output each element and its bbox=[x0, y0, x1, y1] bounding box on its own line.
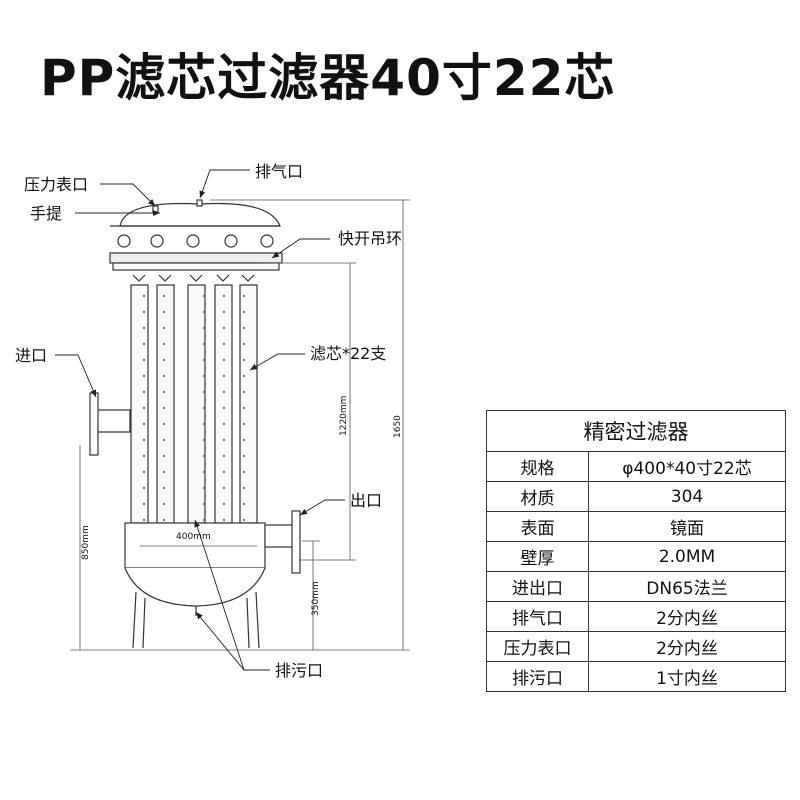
spec-label: 排气口 bbox=[486, 601, 589, 632]
lifting-rings bbox=[117, 234, 274, 248]
dim-outlet-height: 350mm bbox=[311, 581, 321, 616]
callout-leaders bbox=[55, 169, 345, 671]
page-title: PP滤芯过滤器40寸22芯 bbox=[40, 49, 616, 107]
dim-inlet-height: 850mm bbox=[81, 525, 91, 560]
spec-label: 表面 bbox=[486, 511, 589, 542]
spec-value: 1寸内丝 bbox=[588, 661, 786, 692]
label-drain-port: 排污口 bbox=[275, 661, 323, 680]
label-handle: 手提 bbox=[30, 204, 62, 223]
vessel-body bbox=[89, 199, 301, 649]
label-outlet: 出口 bbox=[350, 491, 382, 510]
spec-value: DN65法兰 bbox=[588, 571, 786, 602]
spec-label: 进出口 bbox=[486, 571, 589, 602]
dim-total-height: 1650 bbox=[393, 415, 403, 438]
dim-element-height: 1220mm bbox=[339, 396, 349, 436]
table-row: 表面镜面 bbox=[486, 511, 786, 542]
callout-labels: 压力表口 排气口 手提 快开吊环 进口 滤芯*22支 出口 排污口 bbox=[15, 162, 402, 680]
spec-table-title: 精密过滤器 bbox=[486, 410, 786, 452]
dimension-lines bbox=[70, 199, 410, 651]
spec-value: 304 bbox=[588, 481, 786, 512]
spec-value: 镜面 bbox=[588, 511, 786, 542]
spec-value: 2分内丝 bbox=[588, 631, 786, 662]
label-filter-element: 滤芯*22支 bbox=[310, 344, 386, 363]
dimension-labels: 400mm 850mm 1220mm 1650 350mm bbox=[81, 396, 403, 616]
spec-label: 压力表口 bbox=[486, 631, 589, 662]
spec-label: 壁厚 bbox=[486, 541, 589, 572]
spec-label: 材质 bbox=[486, 481, 589, 512]
spec-value: 2.0MM bbox=[588, 541, 786, 572]
spec-value: 2分内丝 bbox=[588, 601, 786, 632]
dim-width: 400mm bbox=[176, 532, 211, 542]
spec-label: 规格 bbox=[486, 451, 589, 482]
spec-value: φ400*40寸22芯 bbox=[588, 451, 786, 482]
spec-label: 排污口 bbox=[486, 661, 589, 692]
label-pressure-gauge-port: 压力表口 bbox=[24, 175, 88, 194]
label-vent-port: 排气口 bbox=[255, 162, 303, 181]
label-quick-lift-ring: 快开吊环 bbox=[338, 229, 402, 248]
label-inlet: 进口 bbox=[15, 346, 47, 365]
